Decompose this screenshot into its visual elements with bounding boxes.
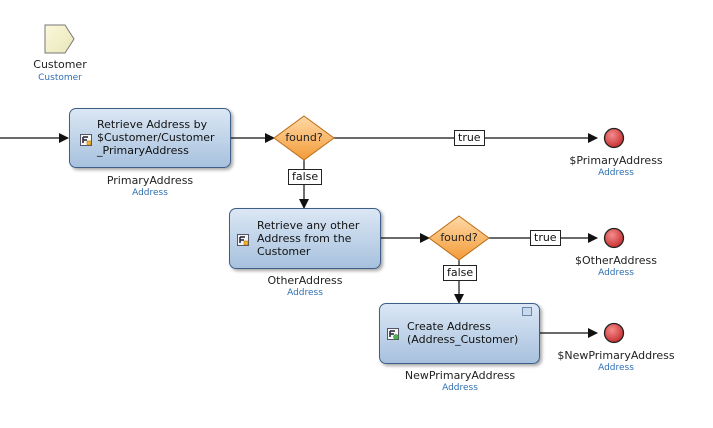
decision-label: found? — [440, 231, 478, 244]
flow-condition-true[interactable]: true — [530, 230, 561, 246]
create-object-icon — [387, 328, 399, 340]
activity-caption-line3: _PrimaryAddress — [97, 144, 189, 157]
end-event-return-type: Address — [598, 168, 634, 178]
end-event-return-value: $PrimaryAddress — [569, 154, 663, 167]
start-parameter-type: Customer — [38, 73, 82, 83]
activity-caption-line1: Retrieve Address by — [97, 118, 208, 131]
activity-output-name: NewPrimaryAddress — [404, 369, 516, 382]
end-event-1[interactable] — [603, 127, 625, 149]
retrieve-primary-address-activity[interactable]: Retrieve Address by $Customer/Customer _… — [69, 108, 231, 168]
flow-condition-false[interactable]: false — [288, 169, 323, 185]
decision-diamond-1[interactable] — [273, 115, 335, 161]
activity-output-type: Address — [287, 288, 323, 298]
decision-diamond-2[interactable] — [428, 215, 490, 261]
end-event-3[interactable] — [603, 322, 625, 344]
activity-caption-line1: Create Address — [407, 320, 491, 333]
activity-output-type: Address — [132, 188, 168, 198]
start-parameter-shape[interactable] — [44, 24, 75, 54]
activity-caption-line2: $Customer/Customer — [97, 131, 215, 144]
end-event-2[interactable] — [603, 227, 625, 249]
end-event-return-type: Address — [598, 363, 634, 373]
activity-caption-line1: Retrieve any other — [257, 219, 360, 232]
microflow-action-icon — [237, 234, 249, 246]
retrieve-other-address-activity[interactable]: Retrieve any other Address from the Cust… — [229, 208, 381, 269]
activity-output-name: OtherAddress — [267, 274, 343, 287]
activity-caption-line2: (Address_Customer) — [407, 333, 519, 346]
activity-output-type: Address — [442, 383, 478, 393]
flow-condition-false[interactable]: false — [443, 265, 478, 281]
commit-indicator-icon — [522, 307, 532, 316]
decision-label: found? — [285, 131, 323, 144]
end-event-return-value: $NewPrimaryAddress — [557, 349, 675, 362]
end-event-return-value: $OtherAddress — [574, 254, 658, 267]
microflow-action-icon — [80, 134, 92, 146]
activity-caption-line2: Address from the — [257, 232, 352, 245]
activity-output-name: PrimaryAddress — [106, 174, 194, 187]
activity-caption-line3: Customer — [257, 245, 311, 258]
start-parameter-name: Customer — [33, 58, 87, 71]
flow-condition-true[interactable]: true — [454, 130, 485, 146]
end-event-return-type: Address — [598, 268, 634, 278]
create-address-activity[interactable]: Create Address (Address_Customer) — [379, 303, 540, 364]
